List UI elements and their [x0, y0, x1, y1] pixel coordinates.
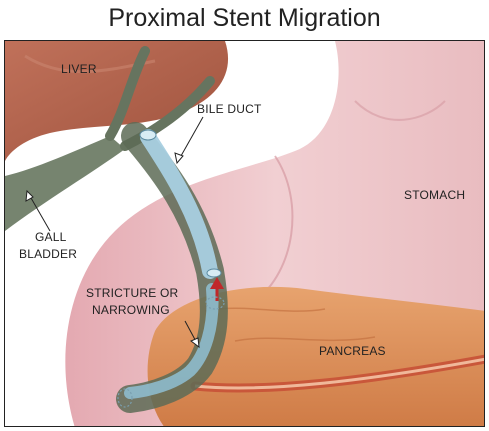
bile-duct-arrowhead: [174, 152, 184, 165]
papilla-dashed: [117, 388, 133, 408]
gall-bladder-arrowhead: [25, 189, 34, 202]
label-bile-duct: BILE DUCT: [197, 102, 262, 116]
stent-lower: [124, 283, 219, 399]
label-stomach: STOMACH: [404, 188, 466, 202]
stricture-dashed: [205, 296, 225, 310]
stricture-arrowhead: [190, 337, 200, 349]
stent-body: [140, 129, 218, 279]
label-pancreas: PANCREAS: [319, 344, 386, 358]
stent-bottom-opening: [206, 268, 222, 278]
illustration-frame: LIVER BILE DUCT STOMACH GALL BLADDER STR…: [4, 40, 485, 427]
label-stricture-line1: STRICTURE OR: [86, 286, 179, 300]
stent-top-opening: [139, 129, 157, 141]
anatomy-illustration: [5, 41, 484, 426]
diagram-title: Proximal Stent Migration: [108, 4, 381, 32]
stomach-fold-2: [354, 100, 446, 121]
migration-arrowhead: [210, 277, 224, 289]
gall-bladder-shape: [5, 136, 125, 231]
label-stricture-line2: NARROWING: [92, 303, 170, 317]
label-gall-bladder-line2: BLADDER: [19, 247, 78, 261]
label-gall-bladder-line1: GALL: [35, 230, 67, 244]
label-liver: LIVER: [61, 62, 97, 76]
pancreatic-duct-highlight: [194, 357, 484, 390]
